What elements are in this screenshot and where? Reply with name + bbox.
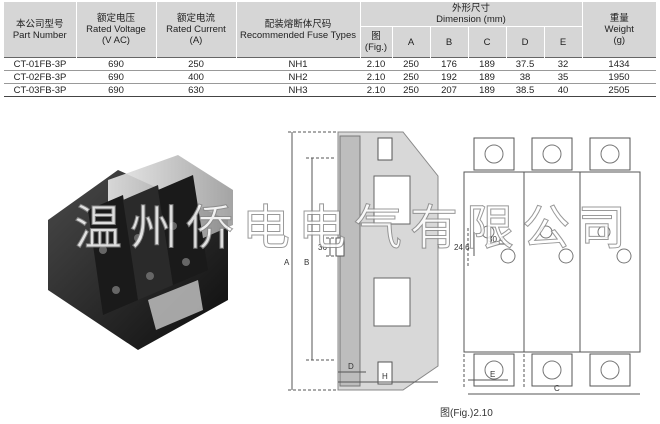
dim-e-header: E — [543, 26, 582, 58]
part-cell: CT-03FB-3P — [4, 83, 76, 97]
fuse-cell: NH3 — [236, 83, 360, 97]
e-cell: 35 — [544, 70, 582, 84]
dim-b-label: B — [304, 258, 309, 267]
part-cell: CT-01FB-3P — [4, 57, 76, 71]
c-cell: 189 — [468, 70, 506, 84]
side-view — [288, 131, 439, 391]
table-row: CT-02FB-3P 690 400 NH2 2.10 250 192 189 … — [4, 70, 656, 84]
a-cell: 250 — [392, 70, 430, 84]
weight-cell: 1434 — [582, 57, 656, 71]
c-cell: 189 — [468, 83, 506, 97]
dim-36-label: 36 — [318, 243, 327, 252]
d-cell: 37.5 — [506, 57, 544, 71]
a-cell: 250 — [392, 57, 430, 71]
product-photo — [48, 155, 233, 350]
a-cell: 250 — [392, 83, 430, 97]
weight-cell: 2505 — [582, 83, 656, 97]
dim-a-header: A — [391, 26, 430, 58]
dim-30-4-label: 30.4 — [488, 235, 504, 244]
b-cell: 207 — [430, 83, 468, 97]
voltage-cell: 690 — [76, 83, 156, 97]
fig-cell: 2.10 — [360, 83, 392, 97]
dim-d-header: D — [505, 26, 544, 58]
d-cell: 38.5 — [506, 83, 544, 97]
dim-h-label: H — [382, 372, 388, 381]
current-cell: 250 — [156, 57, 236, 71]
dim-e-label: E — [490, 370, 495, 379]
table-row: CT-03FB-3P 690 630 NH3 2.10 250 207 189 … — [4, 83, 656, 97]
b-cell: 176 — [430, 57, 468, 71]
current-cell: 630 — [156, 83, 236, 97]
dim-24-6-label: 24.6 — [454, 243, 470, 252]
fuse-cell: NH1 — [236, 57, 360, 71]
e-cell: 40 — [544, 83, 582, 97]
weight-cell: 1950 — [582, 70, 656, 84]
c-cell: 189 — [468, 57, 506, 71]
voltage-cell: 690 — [76, 70, 156, 84]
fig-cell: 2.10 — [360, 70, 392, 84]
table-row: CT-01FB-3P 690 250 NH1 2.10 250 176 189 … — [4, 57, 656, 71]
voltage-cell: 690 — [76, 57, 156, 71]
part-cell: CT-02FB-3P — [4, 70, 76, 84]
front-view — [463, 137, 641, 395]
fuse-cell: NH2 — [236, 70, 360, 84]
technical-drawing: A B 36 D H 24.6 30.4 E C — [284, 131, 641, 395]
company-watermark: 温州侨电电气有限公司 — [73, 200, 635, 257]
figure-caption: 图(Fig.)2.10 — [440, 408, 493, 419]
dim-b-header: B — [429, 26, 468, 58]
dim-d-label: D — [348, 362, 354, 371]
dim-a-label: A — [284, 258, 290, 267]
dim-c-label: C — [554, 384, 560, 393]
e-cell: 32 — [544, 57, 582, 71]
b-cell: 192 — [430, 70, 468, 84]
dim-c-header: C — [467, 26, 506, 58]
d-cell: 38 — [506, 70, 544, 84]
fig-cell: 2.10 — [360, 57, 392, 71]
fig-header: 图(Fig.) — [359, 26, 392, 58]
current-cell: 400 — [156, 70, 236, 84]
